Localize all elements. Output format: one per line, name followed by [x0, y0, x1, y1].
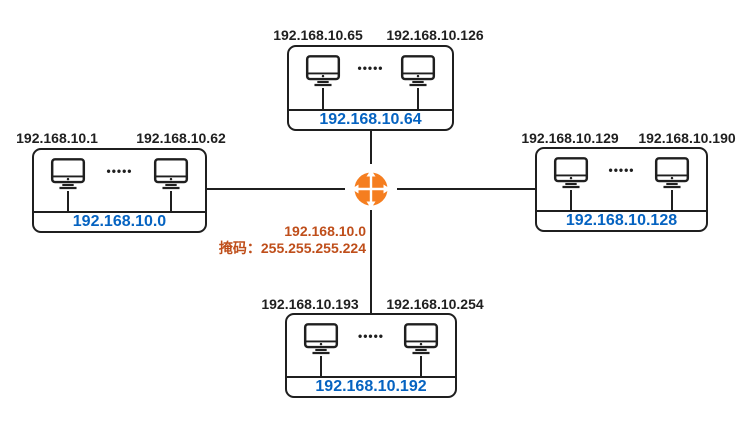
- subnet-bottom-network-address: 192.168.10.192: [315, 378, 427, 395]
- host-connector-line: [170, 191, 172, 211]
- subnet-top-first-host-label: 192.168.10.65: [273, 27, 363, 43]
- subnet-right-first-host-label: 192.168.10.129: [521, 130, 619, 146]
- host-connector-line: [322, 88, 324, 109]
- subnet-top-network-address: 192.168.10.64: [319, 111, 422, 128]
- subnet-bottom-last-host-label: 192.168.10.254: [386, 296, 484, 312]
- subnet-left-first-host-label: 192.168.10.1: [16, 130, 98, 146]
- subnet-right-box: ••••• 192.168.10.128: [535, 147, 708, 232]
- host-connector-line: [420, 356, 422, 376]
- parent-network-mask: 掩码：255.255.255.224: [218, 240, 366, 256]
- connection-line-left: [207, 188, 345, 190]
- computer-icon: [305, 47, 341, 109]
- subnet-right-network-bar: 192.168.10.128: [537, 210, 706, 230]
- more-hosts-dots: •••••: [357, 329, 385, 343]
- host-connector-line: [417, 88, 419, 109]
- parent-network-address: 192.168.10.0: [284, 223, 366, 239]
- computer-icon: [50, 150, 86, 211]
- computer-icon: [654, 149, 690, 210]
- subnet-bottom-first-host-label: 192.168.10.193: [261, 296, 359, 312]
- subnet-left-last-host-label: 192.168.10.62: [136, 130, 226, 146]
- subnet-left-box: ••••• 192.168.10.0: [32, 148, 207, 233]
- subnet-bottom-box: ••••• 192.168.10.192: [285, 313, 457, 398]
- subnet-top-last-host-label: 192.168.10.126: [386, 27, 484, 43]
- computer-icon: [153, 150, 189, 211]
- subnet-top-box: ••••• 192.168.10.64: [287, 45, 454, 131]
- computer-icon: [303, 315, 339, 376]
- more-hosts-dots: •••••: [357, 61, 384, 75]
- parent-network-label: 192.168.10.0 掩码：255.255.255.224: [219, 223, 366, 257]
- host-connector-line: [320, 356, 322, 376]
- connection-line-right: [397, 188, 535, 190]
- host-connector-line: [671, 190, 673, 210]
- subnet-top-network-bar: 192.168.10.64: [289, 109, 452, 129]
- connection-line-top: [370, 131, 372, 164]
- subnet-bottom-network-bar: 192.168.10.192: [287, 376, 455, 396]
- subnet-right-hosts: [537, 149, 706, 210]
- subnet-bottom-hosts: [287, 315, 455, 376]
- subnet-left-network-bar: 192.168.10.0: [34, 211, 205, 231]
- computer-icon: [400, 47, 436, 109]
- more-hosts-dots: •••••: [608, 163, 635, 177]
- router-4way-arrows-icon: [349, 167, 393, 211]
- subnet-right-last-host-label: 192.168.10.190: [638, 130, 736, 146]
- subnet-right-network-address: 192.168.10.128: [565, 212, 678, 229]
- host-connector-line: [67, 191, 69, 211]
- subnet-top-hosts: [289, 47, 452, 109]
- subnet-left-hosts: [34, 150, 205, 211]
- subnet-left-network-address: 192.168.10.0: [72, 213, 167, 230]
- connection-line-bottom: [370, 210, 372, 313]
- computer-icon: [553, 149, 589, 210]
- computer-icon: [403, 315, 439, 376]
- more-hosts-dots: •••••: [106, 164, 133, 178]
- host-connector-line: [570, 190, 572, 210]
